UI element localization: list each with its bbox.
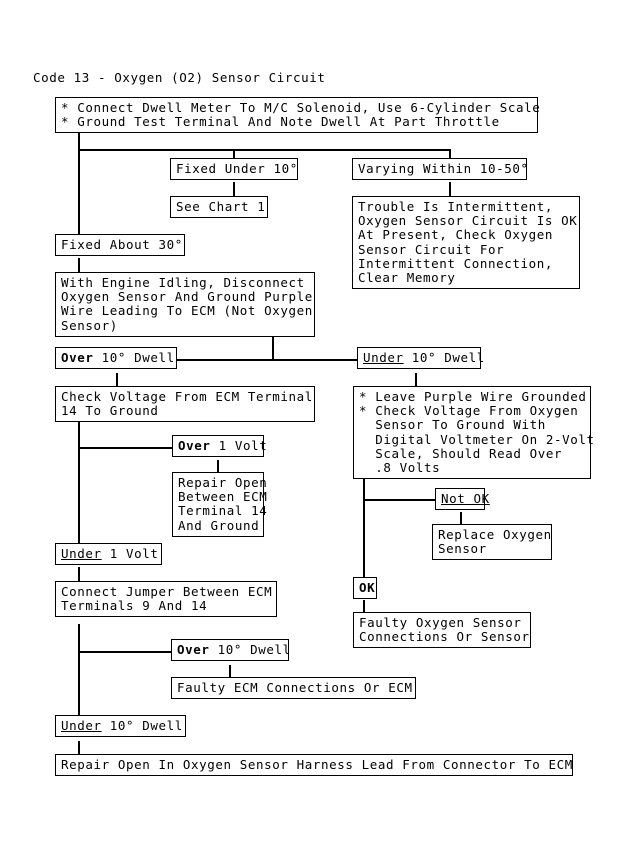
- connector-jumper-spine: [78, 624, 80, 717]
- connector-over10b-to-faultyecm: [229, 665, 231, 678]
- connector-fixedunder-to-seechart: [233, 182, 235, 196]
- connector-under1volt-to-jumper: [78, 567, 80, 581]
- emphasis-under: Under: [61, 718, 102, 733]
- node-fixed-about-30[interactable]: Fixed About 30°: [55, 234, 185, 257]
- node-repair-open-between-ecm[interactable]: Repair Open Between ECM Terminal 14 And …: [172, 472, 267, 537]
- connector-notok-to-replace: [460, 512, 462, 525]
- emphasis-not-ok: Not OK: [441, 491, 490, 506]
- node-over-1-volt[interactable]: Over 1 Volt: [172, 435, 267, 458]
- label-rest: 1 Volt: [210, 438, 268, 453]
- connector-over10-to-checkvoltage: [116, 373, 118, 387]
- label-rest: 1 Volt: [101, 546, 159, 561]
- node-repair-open-harness[interactable]: Repair Open In Oxygen Sensor Harness Lea…: [55, 754, 573, 777]
- label-rest: 10° Dwell: [209, 642, 291, 657]
- emphasis-ok: OK: [359, 580, 376, 595]
- connector-branch-bus-top: [78, 149, 450, 151]
- node-under-10-dwell-b[interactable]: Under 10° Dwell: [55, 715, 186, 738]
- node-connect-jumper[interactable]: Connect Jumper Between ECM Terminals 9 A…: [55, 581, 277, 618]
- emphasis-under: Under: [61, 546, 102, 561]
- node-trouble-intermittent[interactable]: Trouble Is Intermittent, Oxygen Sensor C…: [352, 196, 580, 290]
- connector-ok-to-faultyoxy: [363, 600, 365, 613]
- connector-to-over1volt: [78, 447, 173, 449]
- node-not-ok[interactable]: Not OK: [435, 488, 489, 511]
- node-check-voltage-ecm-terminal-14[interactable]: Check Voltage From ECM Terminal 14 To Gr…: [55, 386, 315, 423]
- connector-engine-down: [272, 332, 274, 360]
- connector-over-under-bus: [78, 359, 438, 361]
- node-over-10-dwell-b[interactable]: Over 10° Dwell: [171, 639, 291, 662]
- node-faulty-oxygen-sensor-connections[interactable]: Faulty Oxygen Sensor Connections Or Sens…: [353, 612, 531, 649]
- node-faulty-ecm-connections[interactable]: Faulty ECM Connections Or ECM: [171, 677, 416, 700]
- node-see-chart-1[interactable]: See Chart 1: [170, 196, 268, 219]
- connector-to-fixed-under-10: [233, 149, 235, 160]
- node-varying-within-10-50[interactable]: Varying Within 10-50°: [352, 158, 528, 181]
- node-over-10-dwell-a[interactable]: Over 10° Dwell: [55, 347, 177, 370]
- node-with-engine-idling[interactable]: With Engine Idling, Disconnect Oxygen Se…: [55, 272, 315, 337]
- node-ok[interactable]: OK: [353, 577, 377, 600]
- connector-under10-to-leavepurple: [415, 373, 417, 387]
- node-replace-oxygen-sensor[interactable]: Replace Oxygen Sensor: [432, 524, 552, 561]
- label-rest: 10° Dwell: [403, 350, 485, 365]
- connector-to-notok: [363, 499, 436, 501]
- emphasis-over: Over: [178, 438, 211, 453]
- connector-to-over10dwell-b: [78, 651, 174, 653]
- connector-to-varying-within: [449, 149, 451, 160]
- connector-over1volt-to-repair: [217, 460, 219, 473]
- connector-under10b-to-repairharness: [78, 741, 80, 755]
- connector-varying-to-trouble: [449, 182, 451, 196]
- connector-leavepurple-spine: [363, 472, 365, 578]
- label-rest: 10° Dwell: [93, 350, 175, 365]
- connector-fixed30-to-engine: [78, 258, 80, 272]
- node-under-1-volt[interactable]: Under 1 Volt: [55, 543, 162, 566]
- node-start[interactable]: * Connect Dwell Meter To M/C Solenoid, U…: [55, 97, 540, 134]
- node-leave-purple-wire-grounded[interactable]: * Leave Purple Wire Grounded * Check Vol…: [353, 386, 594, 480]
- label-rest: 10° Dwell: [101, 718, 183, 733]
- emphasis-over: Over: [61, 350, 94, 365]
- connector-to-fixed-about-30: [78, 149, 80, 236]
- connector-checkvoltage-spine: [78, 418, 80, 554]
- emphasis-under: Under: [363, 350, 404, 365]
- page-title: Code 13 - Oxygen (O2) Sensor Circuit: [33, 70, 326, 85]
- node-under-10-dwell-a[interactable]: Under 10° Dwell: [357, 347, 484, 370]
- emphasis-over: Over: [177, 642, 210, 657]
- connector-start-down: [78, 133, 80, 150]
- node-fixed-under-10[interactable]: Fixed Under 10°: [170, 158, 298, 181]
